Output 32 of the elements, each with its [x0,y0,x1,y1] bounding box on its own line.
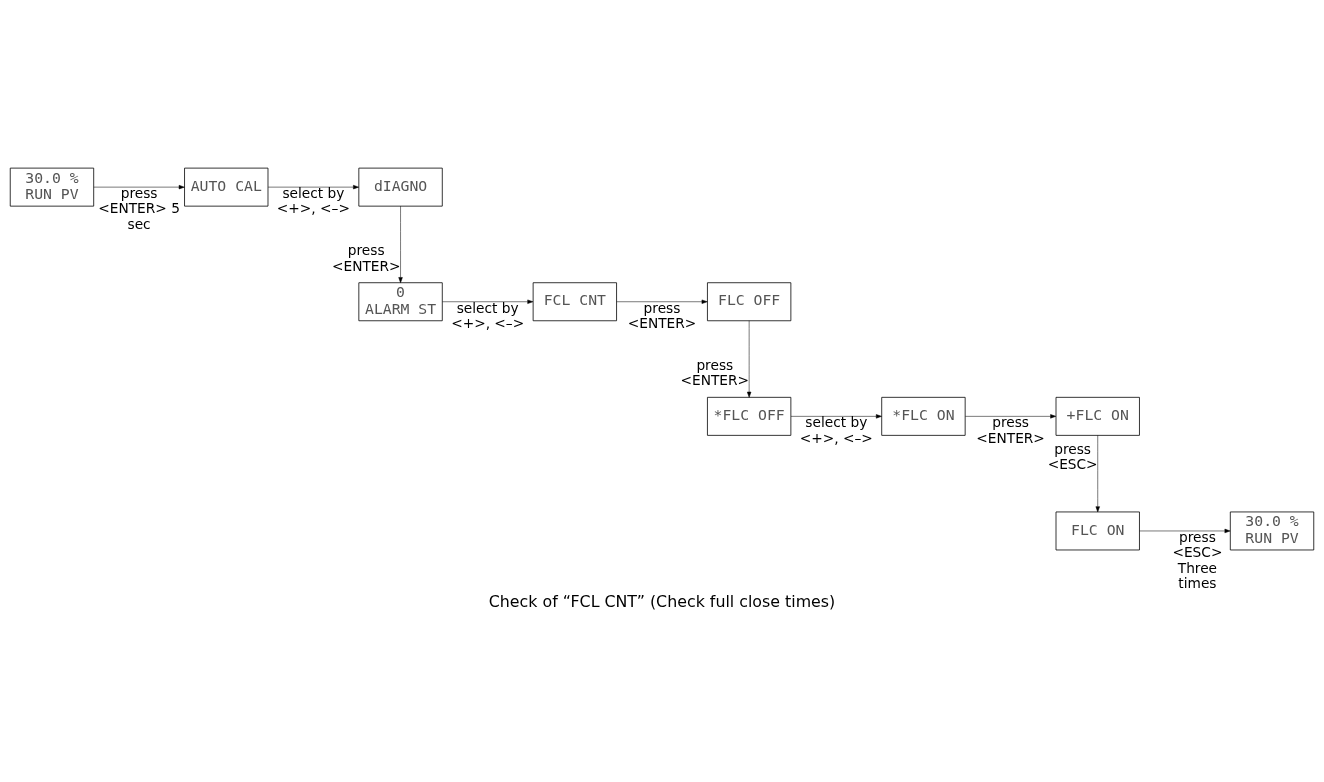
arrow [267,185,359,190]
edge-label: press <ENTER> 5 sec [98,185,180,232]
edge-label: select by <+>, <–> [276,185,350,217]
node-box: *FLC OFF [707,396,792,436]
arrow [398,205,403,283]
edge-label: press <ENTER> [627,299,697,332]
arrow [1095,435,1100,513]
edge-label: press <ENTER> [331,242,401,274]
node-box: FLC OFF [707,282,792,322]
arrow [93,185,185,190]
node-box: 30.0 % RUN PV [1229,511,1315,551]
edge-label: press <ENTER> [680,356,750,389]
node-box: dIAGNO [358,167,443,207]
node-box: 0 ALARM ST [358,282,443,322]
arrow [442,299,534,304]
node-box: FCL CNT [532,282,617,322]
node-box: +FLC ON [1055,396,1140,436]
edge-label: select by <+>, <–> [451,299,525,332]
edge-label: press <ENTER> [976,414,1045,446]
caption: Check of “FCL CNT” (Check full close times) [488,592,836,612]
edge-label: press <ESC> Three times [1172,528,1223,591]
node-box: AUTO CAL [184,167,269,207]
arrow [747,320,752,398]
arrow [616,299,708,304]
arrow [965,414,1057,419]
arrow [1139,528,1231,534]
node-box: *FLC ON [881,396,966,436]
node-box: FLC ON [1055,511,1140,551]
edge-label: press <ESC> [1047,440,1098,473]
edge-label: select by <+>, <–> [799,414,873,446]
node-box: 30.0 % RUN PV [9,167,95,207]
arrow [790,414,882,419]
